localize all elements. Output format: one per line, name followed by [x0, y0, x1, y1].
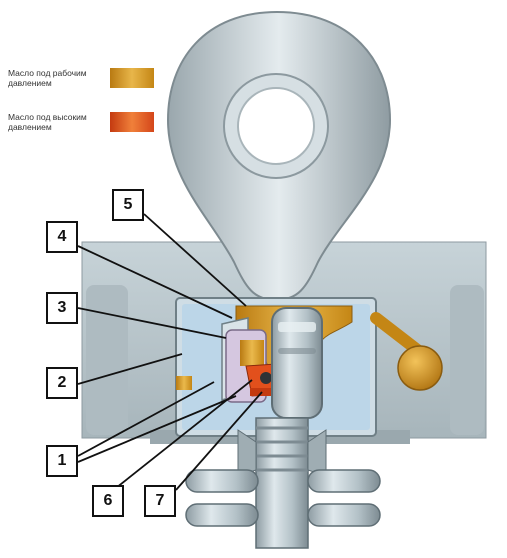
callout-5: 5: [112, 189, 144, 221]
leader-line-5: [143, 213, 247, 307]
legend-item-working-pressure: Масло под рабочим давлением: [8, 68, 154, 88]
callout-2: 2: [46, 367, 78, 399]
legend-label-high-pressure: Масло под высоким давлением: [8, 112, 87, 132]
valve-stem: [237, 417, 327, 549]
legend-item-high-pressure: Масло под высоким давлением: [8, 112, 154, 132]
leader-line-2: [77, 353, 183, 385]
camshaft-lobe: [166, 10, 392, 302]
legend-label-working-pressure: Масло под рабочим давлением: [8, 68, 87, 88]
leader-line-7: [175, 391, 263, 491]
leader-line-1b: [77, 395, 237, 463]
callout-3: 3: [46, 292, 78, 324]
callout-1: 1: [46, 445, 78, 477]
leader-line-6: [115, 379, 253, 489]
legend-swatch-high-pressure: [110, 112, 154, 132]
callout-4: 4: [46, 221, 78, 253]
leader-lines: [77, 213, 263, 491]
legend-swatch-working-pressure: [110, 68, 154, 88]
leader-line-1a: [77, 381, 215, 457]
valve-spring: [185, 469, 381, 527]
leader-line-3: [77, 307, 227, 339]
callout-7: 7: [144, 485, 176, 517]
leader-line-4: [77, 245, 233, 319]
valve-stem-head: [271, 307, 323, 419]
callout-6: 6: [92, 485, 124, 517]
